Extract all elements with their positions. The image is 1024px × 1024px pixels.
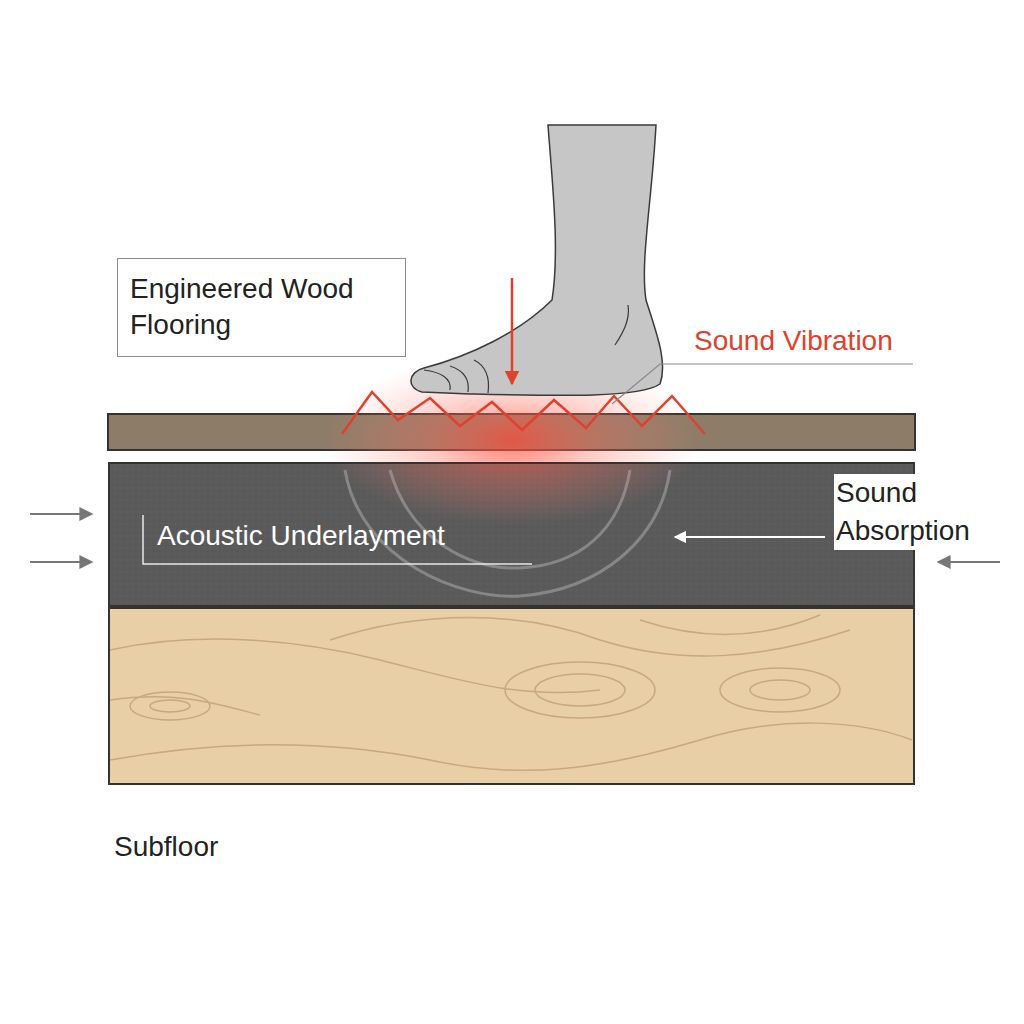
- label-underline: [143, 515, 532, 564]
- node-label: Engineered Wood Flooring: [130, 271, 393, 344]
- force-arrow: [511, 278, 514, 384]
- leader-line: [612, 364, 913, 404]
- subfloor-fill: [108, 607, 915, 785]
- absorption-arrow: [30, 513, 92, 515]
- callout-label: Sound Absorption: [834, 474, 1006, 550]
- absorption-arrow: [30, 561, 92, 563]
- foot: [411, 125, 663, 395]
- subfloor-band: Subfloor: [108, 607, 915, 785]
- label-box: Engineered Wood Flooring: [117, 258, 406, 357]
- callout-label: Sound Vibration: [692, 322, 926, 360]
- node-label: Acoustic Underlayment: [157, 518, 445, 554]
- absorption-arrow: [675, 536, 825, 538]
- toes: [424, 305, 628, 393]
- underlayment-band: Acoustic Underlayment: [108, 462, 915, 607]
- node-label: Subfloor: [114, 829, 218, 865]
- vibration-zigzag: [342, 392, 705, 434]
- wood-grain: [110, 615, 912, 770]
- absorption-arrow: [938, 561, 1000, 563]
